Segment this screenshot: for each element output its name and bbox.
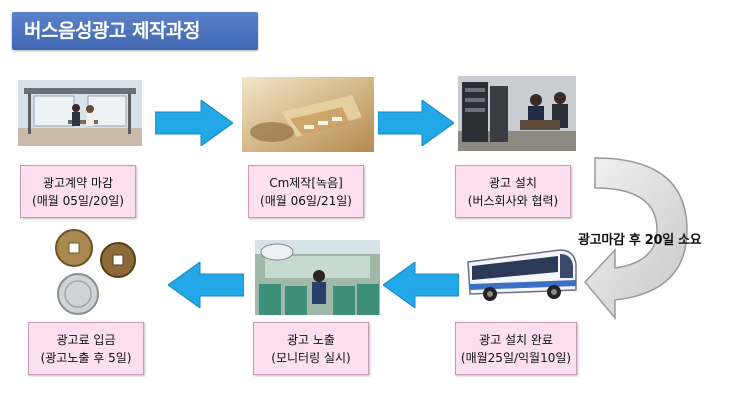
coins-photo	[38, 226, 150, 318]
step-title: 광고계약 마감	[42, 175, 114, 190]
step-label-cm-production: Cm제작[녹음] (매월 06일/21일)	[248, 165, 364, 218]
cm-production-photo	[242, 77, 374, 152]
arrow-right-1	[155, 100, 233, 146]
u-turn-arrow	[555, 152, 740, 320]
step-title: 광고 설치 완료	[479, 332, 553, 347]
step-title: 광고료 입금	[56, 332, 116, 347]
step-label-payment: 광고료 입금 (광고노출 후 5일)	[28, 322, 144, 375]
arrow-left-2	[168, 262, 244, 308]
title-banner: 버스음성광고 제작과정	[12, 12, 258, 50]
step-label-installation-complete: 광고 설치 완료 (매월25일/익월10일)	[455, 322, 577, 375]
step-title: Cm제작[녹음]	[269, 175, 343, 190]
step-label-installation: 광고 설치 (버스회사와 협력)	[455, 165, 571, 218]
arrow-right-2	[378, 100, 454, 146]
step-detail: (매월 05일/20일)	[32, 193, 124, 208]
arrow-left-1	[383, 262, 459, 308]
step-detail: (모니터링 실시)	[271, 350, 351, 365]
bus-photo	[462, 242, 580, 304]
step-detail: (광고노출 후 5일)	[40, 350, 132, 365]
installation-photo	[458, 76, 576, 151]
monitoring-photo	[255, 240, 380, 315]
u-turn-label: 광고마감 후 20일 소요	[578, 233, 702, 248]
step-detail: (매월 06일/21일)	[260, 193, 352, 208]
diagram-title: 버스음성광고 제작과정	[24, 20, 200, 42]
step-detail: (매월25일/익월10일)	[460, 350, 572, 365]
step-detail: (버스회사와 협력)	[467, 193, 559, 208]
step-label-contract-deadline: 광고계약 마감 (매월 05일/20일)	[20, 165, 136, 218]
step-title: 광고 노출	[287, 332, 335, 347]
step-title: 광고 설치	[489, 175, 537, 190]
bus-stop-photo	[18, 80, 142, 146]
step-label-ad-exposure: 광고 노출 (모니터링 실시)	[253, 322, 369, 375]
